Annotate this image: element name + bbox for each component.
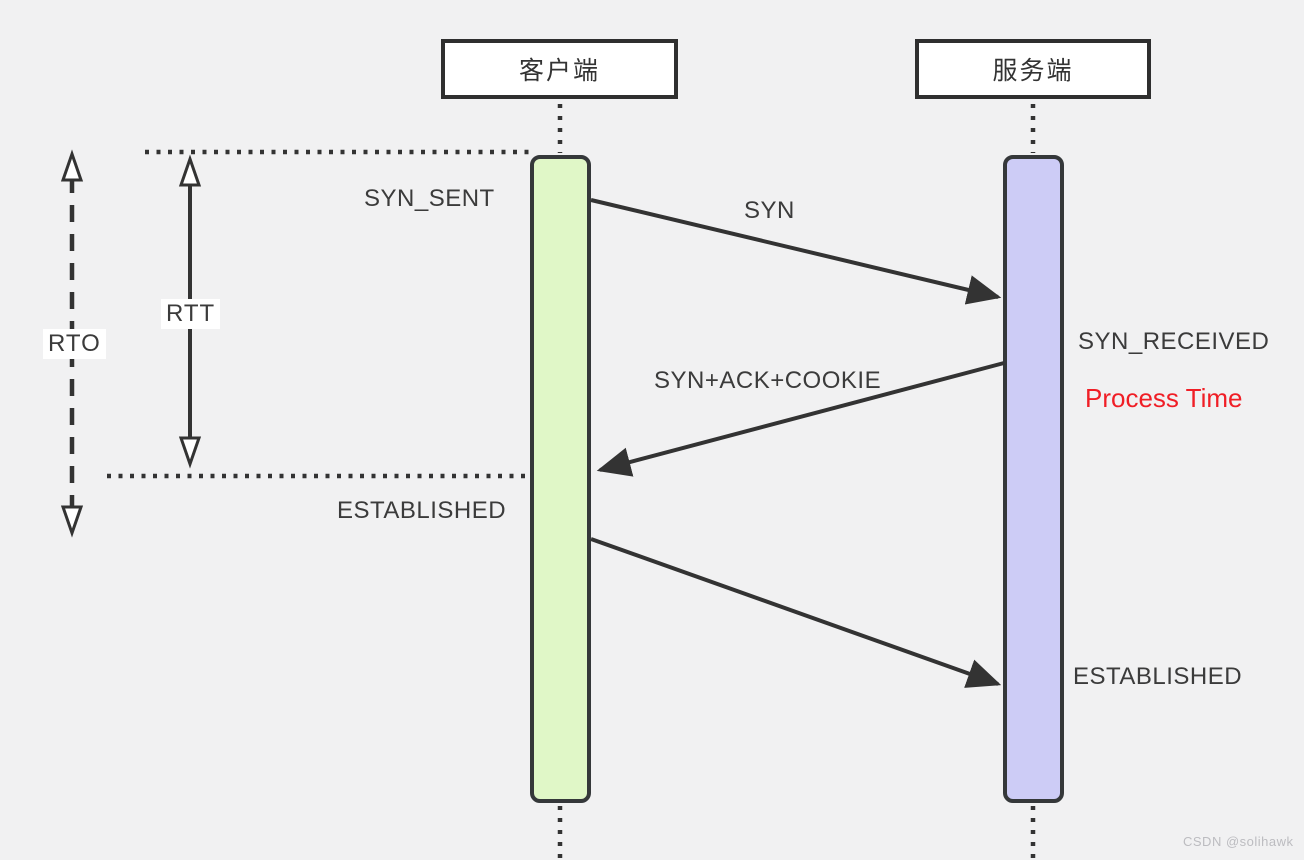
server-activation-bar xyxy=(1003,155,1064,803)
actor-box-server: 服务端 xyxy=(915,39,1151,99)
message-label-syn: SYN xyxy=(744,197,795,224)
server-state-syn-received: SYN_RECEIVED xyxy=(1078,328,1270,355)
rtt-label: RTT xyxy=(161,299,221,329)
client-state-established: ESTABLISHED xyxy=(337,497,507,524)
actor-client-label: 客户端 xyxy=(518,57,600,85)
client-activation-bar xyxy=(530,155,591,803)
actor-server-label: 服务端 xyxy=(992,57,1074,85)
message-arrows xyxy=(590,198,1005,688)
message-label-syn-ack-cookie: SYN+ACK+COOKIE xyxy=(654,367,882,394)
server-process-time-label: Process Time xyxy=(1085,383,1243,413)
client-state-syn-sent: SYN_SENT xyxy=(364,185,495,212)
actor-box-client: 客户端 xyxy=(441,39,678,99)
ack-arrow xyxy=(590,537,1002,688)
lifeline-dotted-lines xyxy=(557,104,1036,860)
server-state-established: ESTABLISHED xyxy=(1073,663,1243,690)
watermark: CSDN @solihawk xyxy=(1183,834,1294,849)
rto-label: RTO xyxy=(43,329,106,359)
